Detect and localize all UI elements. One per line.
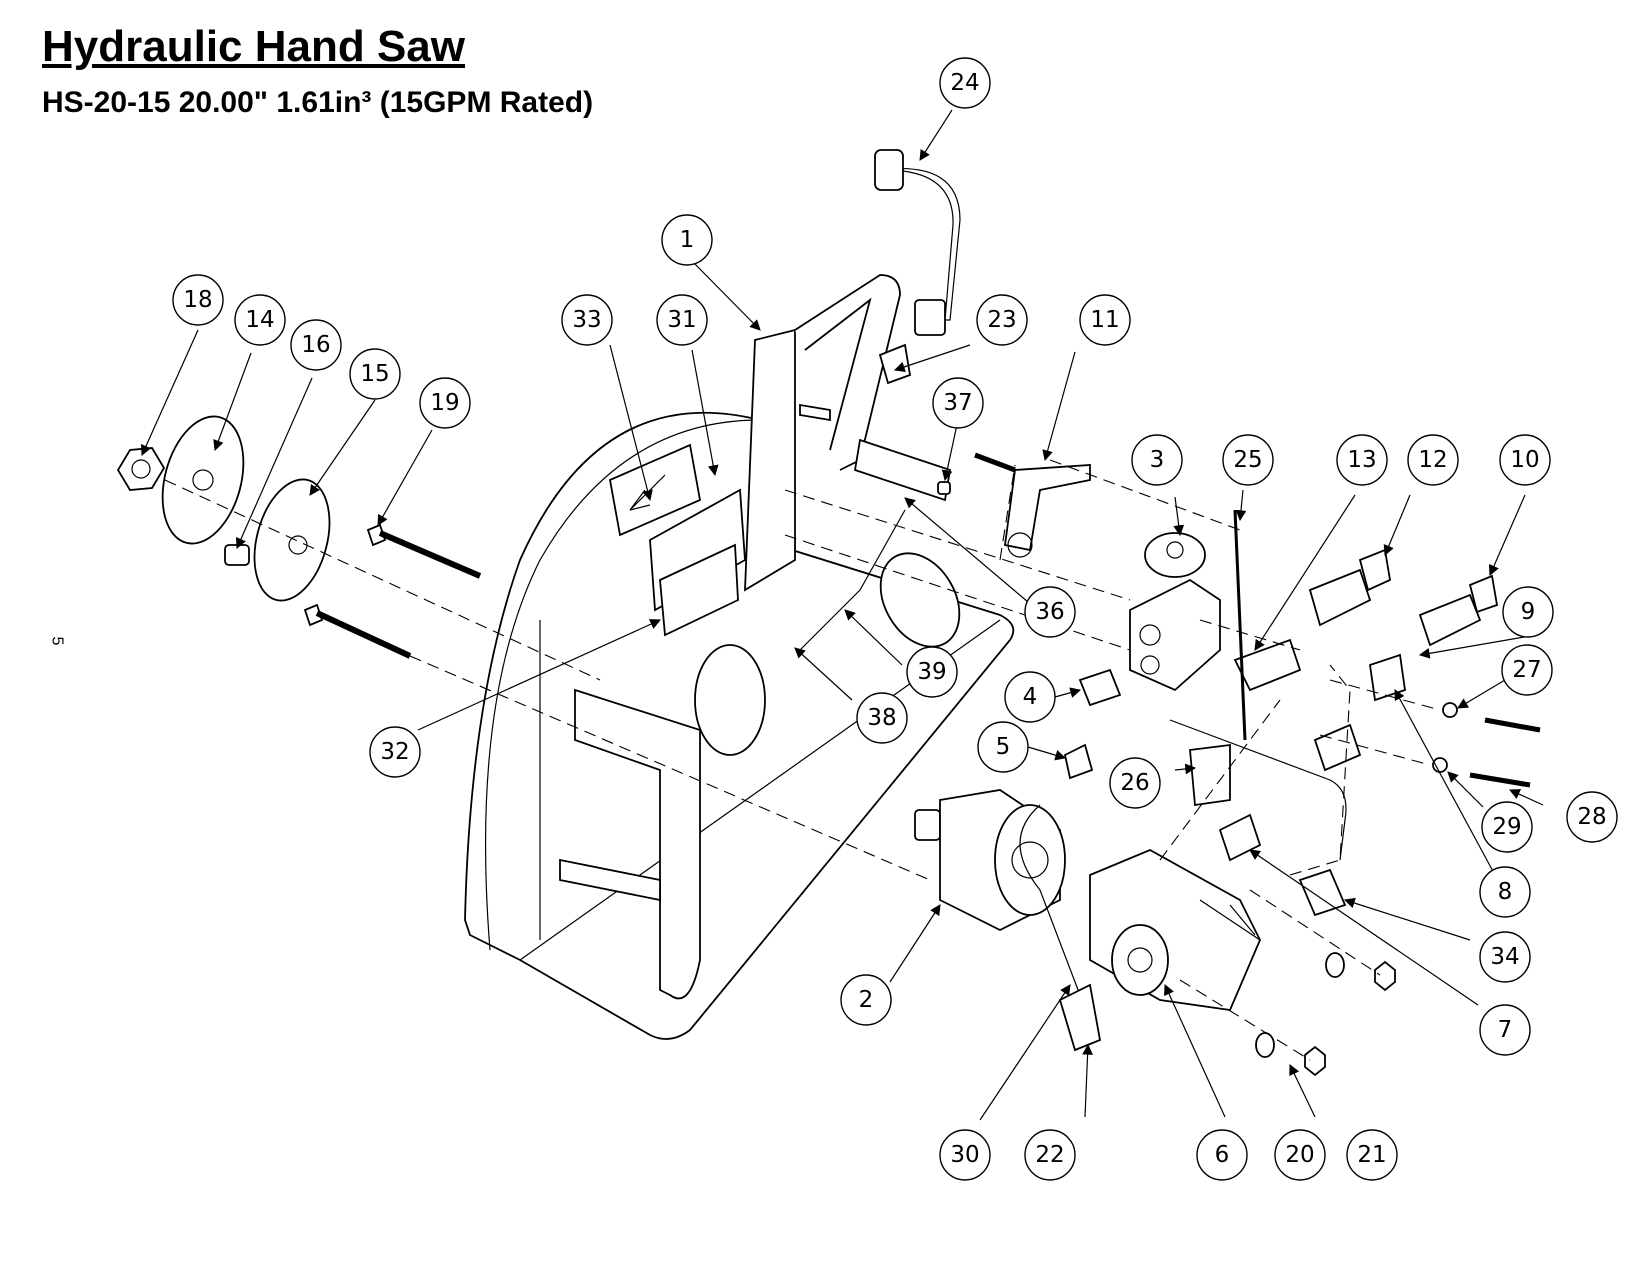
svg-text:6: 6 [1215,1142,1230,1168]
callout-18: 18 [172,274,224,326]
handle [744,274,952,592]
svg-text:8: 8 [1498,879,1513,905]
svg-text:3: 3 [1150,447,1165,473]
svg-text:2: 2 [859,987,874,1013]
svg-text:9: 9 [1521,599,1536,625]
svg-text:14: 14 [245,307,274,333]
svg-text:36: 36 [1035,599,1064,625]
callout-5: 5 [977,721,1029,773]
callout-13: 13 [1336,434,1388,486]
callout-38: 38 [856,692,908,744]
svg-text:21: 21 [1357,1142,1386,1168]
callout-30: 30 [939,1129,991,1181]
callout-27: 27 [1501,644,1553,696]
assembly-centerlines [164,459,1441,1061]
callout-31: 31 [656,294,708,346]
svg-text:20: 20 [1285,1142,1314,1168]
callout-36: 36 [1024,586,1076,638]
svg-text:12: 12 [1418,447,1447,473]
svg-text:13: 13 [1347,447,1376,473]
svg-text:23: 23 [987,307,1016,333]
supply-hose [874,149,961,336]
blade-hardware [116,415,482,659]
callout-15: 15 [349,348,401,400]
callout-9: 9 [1502,586,1554,638]
svg-text:24: 24 [950,70,979,96]
svg-text:27: 27 [1512,657,1541,683]
svg-text:4: 4 [1023,684,1038,710]
callout-2: 2 [840,974,892,1026]
callout-16: 16 [290,319,342,371]
page-title: Hydraulic Hand Saw [42,22,466,71]
leader-lines [141,109,1544,1121]
callout-21: 21 [1346,1129,1398,1181]
callout-32: 32 [369,726,421,778]
hydraulic-motor [914,789,1066,932]
svg-text:26: 26 [1120,770,1149,796]
svg-text:28: 28 [1577,804,1606,830]
callout-25: 25 [1222,434,1274,486]
svg-text:11: 11 [1090,307,1119,333]
svg-text:25: 25 [1233,447,1262,473]
svg-text:5: 5 [996,734,1011,760]
callout-12: 12 [1407,434,1459,486]
svg-text:39: 39 [917,659,946,685]
svg-text:1: 1 [680,227,695,253]
svg-text:30: 30 [950,1142,979,1168]
callout-23: 23 [976,294,1028,346]
callout-37: 37 [932,377,984,429]
svg-text:7: 7 [1498,1017,1513,1043]
callout-19: 19 [419,377,471,429]
svg-text:29: 29 [1492,814,1521,840]
callout-8: 8 [1479,866,1531,918]
svg-text:22: 22 [1035,1142,1064,1168]
control-valve-body [1089,849,1261,1011]
model-subtitle: HS-20-15 20.00" 1.61in³ (15GPM Rated) [42,86,594,119]
svg-text:16: 16 [301,332,330,358]
callout-10: 10 [1499,434,1551,486]
callout-14: 14 [234,294,286,346]
callout-6: 6 [1196,1129,1248,1181]
trigger-assembly [974,452,1091,558]
callout-4: 4 [1004,671,1056,723]
svg-text:19: 19 [430,390,459,416]
svg-text:33: 33 [572,307,601,333]
callout-33: 33 [561,294,613,346]
valve-block [1129,532,1221,692]
callout-7: 7 [1479,1004,1531,1056]
callout-28: 28 [1566,791,1618,843]
callout-1: 1 [661,214,713,266]
callout-29: 29 [1481,801,1533,853]
callout-11: 11 [1079,294,1131,346]
svg-text:31: 31 [667,307,696,333]
svg-text:15: 15 [360,361,389,387]
svg-text:18: 18 [183,287,212,313]
warning-decals [608,443,746,637]
callout-24: 24 [939,57,991,109]
svg-text:38: 38 [867,705,896,731]
callout-20: 20 [1274,1129,1326,1181]
svg-text:37: 37 [943,390,972,416]
svg-text:10: 10 [1510,447,1539,473]
callout-3: 3 [1131,434,1183,486]
svg-text:34: 34 [1490,944,1519,970]
svg-text:32: 32 [380,739,409,765]
callout-22: 22 [1024,1129,1076,1181]
callout-26: 26 [1109,757,1161,809]
callout-34: 34 [1479,931,1531,983]
callout-39: 39 [906,646,958,698]
saw-guard [464,411,1015,1040]
